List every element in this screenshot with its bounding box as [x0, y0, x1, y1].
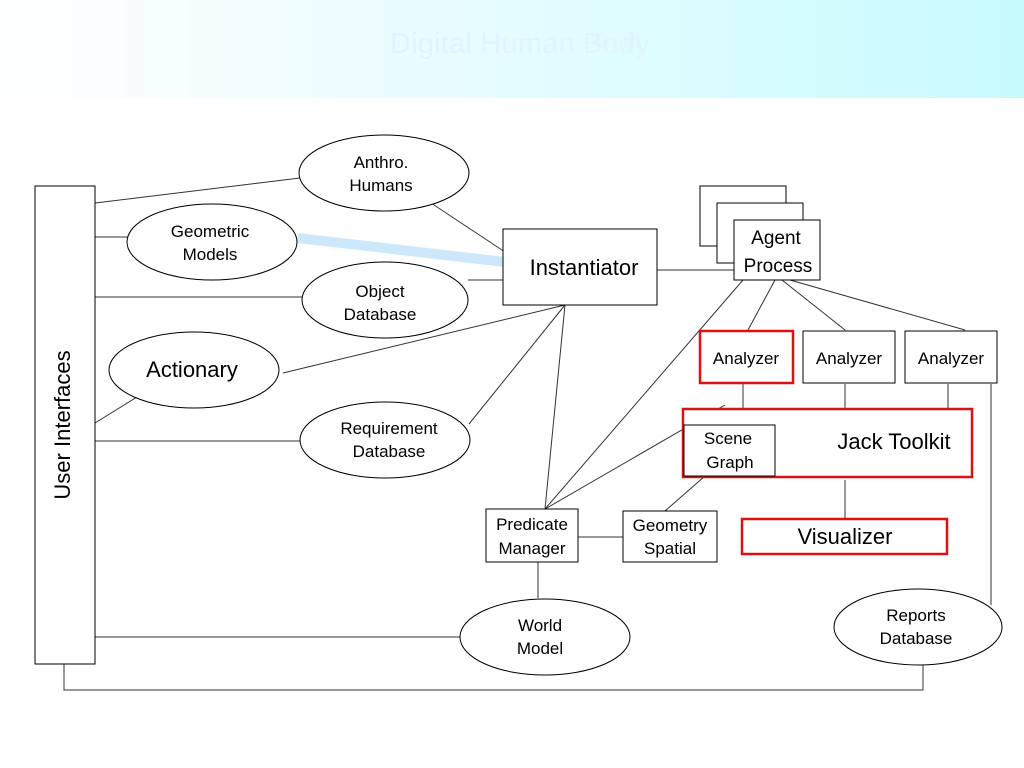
- node-user-interfaces: User Interfaces: [34, 185, 96, 665]
- line-agent-predicate-a: [544, 279, 744, 510]
- line-scene-geometry: [664, 475, 706, 512]
- node-requirement-database: Requirement Database: [299, 401, 471, 479]
- node-geometry-spatial: Geometry Spatial: [622, 510, 718, 563]
- anthro-humans-line2: Humans: [349, 176, 412, 195]
- world-model-line2: Model: [517, 639, 563, 658]
- anthro-humans-line1: Anthro.: [354, 153, 409, 172]
- analyzer-2-label: Analyzer: [816, 349, 882, 368]
- node-anthro-humans: Anthro. Humans: [298, 134, 470, 212]
- line-agent-analyzer2: [781, 279, 846, 331]
- node-analyzer-2: Analyzer: [802, 330, 896, 384]
- instantiator-label: Instantiator: [530, 255, 639, 280]
- reports-database-line2: Database: [880, 629, 953, 648]
- analyzer-3-label: Analyzer: [918, 349, 984, 368]
- line-anthro-instantiator: [427, 200, 509, 255]
- highlight-link-geometric-instantiator: [297, 233, 506, 267]
- slide-title: Digital Human Body: [390, 28, 650, 60]
- node-analyzer-3: Analyzer: [904, 330, 998, 384]
- line-requirement-instantiator: [468, 304, 566, 425]
- requirement-database-line1: Requirement: [340, 419, 438, 438]
- agent-process-line2: Process: [744, 256, 813, 277]
- line-actionary-instantiator: [282, 304, 566, 374]
- world-model-line1: World: [518, 616, 562, 635]
- reports-database-line1: Reports: [886, 606, 946, 625]
- geometric-models-line2: Models: [183, 245, 238, 264]
- agent-process-line1: Agent: [751, 228, 801, 249]
- node-actionary: Actionary: [108, 331, 280, 409]
- slide-header: Digital Human Body: [0, 0, 1024, 98]
- line-agent-analyzer3: [789, 279, 966, 331]
- scene-graph-line1: Scene: [704, 429, 752, 448]
- node-predicate-manager: Predicate Manager: [485, 508, 579, 563]
- jack-toolkit-label: Jack Toolkit: [837, 429, 950, 454]
- predicate-manager-line1: Predicate: [496, 515, 568, 534]
- analyzer-1-label: Analyzer: [713, 349, 779, 368]
- line-ui-actionary: [94, 396, 138, 424]
- line-ui-reports-bottom: [63, 660, 924, 691]
- object-database-line1: Object: [355, 282, 404, 301]
- scene-graph-line2: Graph: [706, 453, 753, 472]
- node-instantiator: Instantiator: [502, 228, 658, 306]
- connectors: [63, 177, 992, 691]
- node-reports-database: Reports Database: [833, 588, 1003, 666]
- actionary-label: Actionary: [146, 357, 238, 382]
- node-agent-process: Agent Process: [699, 185, 821, 281]
- line-instantiator-predicate: [544, 304, 566, 510]
- node-geometric-models: Geometric Models: [126, 203, 298, 281]
- predicate-manager-line2: Manager: [498, 539, 565, 558]
- visualizer-label: Visualizer: [798, 524, 893, 549]
- line-agent-analyzer1: [747, 279, 776, 331]
- object-database-line2: Database: [344, 305, 417, 324]
- node-analyzer-1: Analyzer: [698, 329, 795, 385]
- user-interfaces-label: User Interfaces: [50, 350, 75, 499]
- node-visualizer: Visualizer: [740, 517, 949, 556]
- geometric-models-line1: Geometric: [171, 222, 250, 241]
- line-ui-anthro: [94, 177, 301, 204]
- geometry-spatial-line2: Spatial: [644, 539, 696, 558]
- geometry-spatial-line1: Geometry: [633, 516, 708, 535]
- node-scene-graph: Scene Graph: [683, 424, 776, 477]
- node-object-database: Object Database: [301, 261, 469, 339]
- requirement-database-line2: Database: [353, 442, 426, 461]
- node-world-model: World Model: [459, 598, 631, 676]
